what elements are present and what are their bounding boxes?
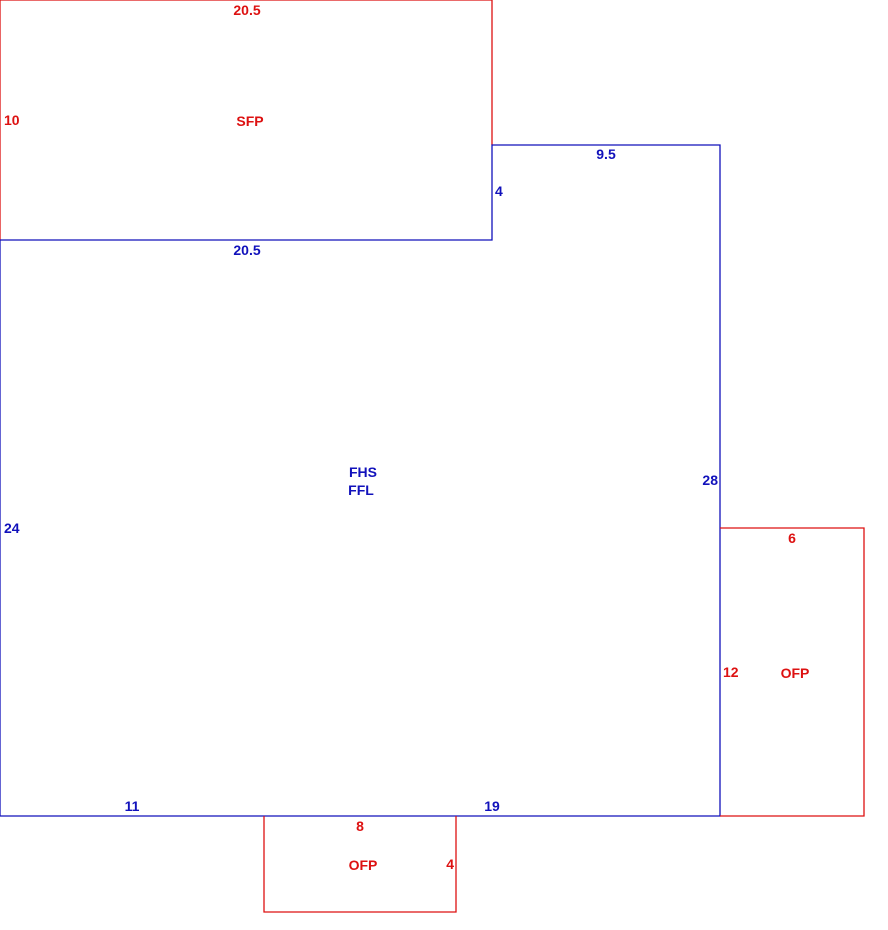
main-dimension-right: 28 [702, 472, 718, 488]
ofp-right-area-code: OFP [781, 665, 810, 681]
main-dimension-left: 24 [4, 520, 20, 536]
sfp-dimension-left: 10 [4, 112, 20, 128]
ofp-right-outline [720, 527, 865, 817]
main-dimension-bottom-right: 19 [484, 798, 500, 814]
ofp-bottom-dimension-top: 8 [356, 818, 364, 834]
main-dimension-step: 4 [495, 183, 503, 199]
ofp-right-dimension-left: 12 [723, 664, 739, 680]
main-dwelling-outline [0, 144, 721, 817]
ofp-right-dimension-top: 6 [788, 530, 796, 546]
ofp-bottom-outline [263, 816, 457, 913]
ofp-bottom-area-code: OFP [349, 857, 378, 873]
main-area-code-1: FHS [349, 464, 377, 480]
main-area-code-2: FFL [348, 482, 374, 498]
main-dimension-top-right: 9.5 [596, 146, 616, 162]
ofp-bottom-dimension-right: 4 [446, 856, 454, 872]
main-dimension-top-left: 20.5 [233, 242, 260, 258]
sfp-outline [0, 0, 493, 240]
sfp-dimension-top: 20.5 [233, 2, 260, 18]
main-dimension-bottom-left: 11 [125, 798, 140, 814]
sfp-area-code: SFP [236, 113, 263, 129]
